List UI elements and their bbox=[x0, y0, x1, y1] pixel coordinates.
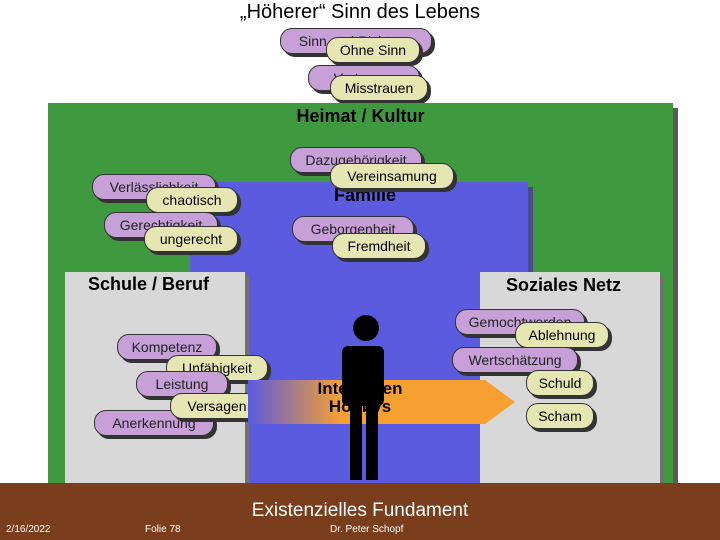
pill-fremdheit: Fremdheit bbox=[332, 233, 426, 259]
fundament-title: Existenzielles Fundament bbox=[251, 500, 469, 521]
pill-ungerecht: ungerecht bbox=[144, 226, 238, 252]
pill-wertschaetzung: Wertschätzung bbox=[452, 347, 578, 373]
familie-title: Familie bbox=[333, 185, 397, 205]
soziales-netz-title: Soziales Netz bbox=[506, 275, 622, 295]
schule-beruf-title: Schule / Beruf bbox=[88, 274, 210, 294]
pill-scham: Scham bbox=[526, 403, 594, 429]
pill-vereinsamung: Vereinsamung bbox=[330, 163, 454, 189]
person-icon bbox=[342, 315, 384, 480]
pill-chaotisch: chaotisch bbox=[146, 187, 238, 213]
heimat-kultur-title: Heimat / Kultur bbox=[296, 106, 425, 126]
footer-author: Dr. Peter Schopf bbox=[330, 524, 404, 535]
pill-schuld: Schuld bbox=[526, 370, 594, 396]
footer-slide-number: Folie 78 bbox=[145, 524, 181, 535]
pill-leistung: Leistung bbox=[136, 371, 228, 397]
pill-ablehnung: Ablehnung bbox=[515, 322, 609, 348]
footer-date: 2/16/2022 bbox=[6, 524, 51, 535]
pill-ohne-sinn: Ohne Sinn bbox=[326, 37, 420, 63]
fundament-bar bbox=[0, 483, 720, 540]
page-title: „Höherer“ Sinn des Lebens bbox=[239, 1, 481, 23]
pill-misstrauen: Misstrauen bbox=[330, 75, 428, 101]
